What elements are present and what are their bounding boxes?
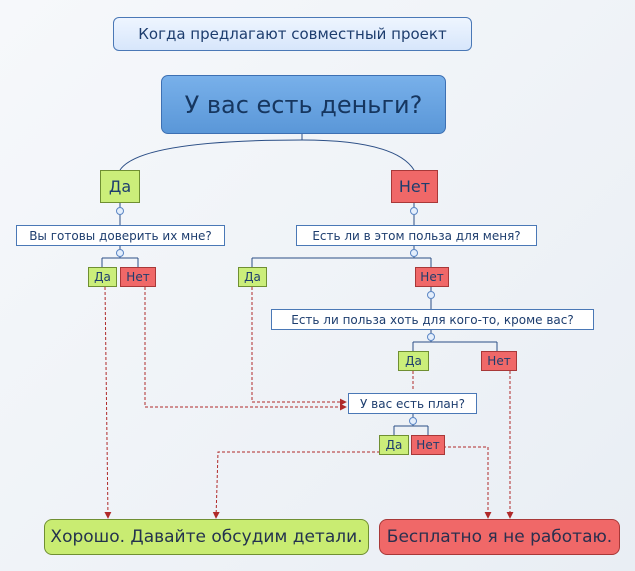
arrow-trust-no	[144, 287, 347, 411]
answer-no-plan: Нет	[411, 435, 445, 455]
root-question: У вас есть деньги?	[161, 75, 446, 134]
question-trust: Вы готовы доверить их мне?	[16, 225, 225, 246]
answer-yes-benefit-anyone: Да	[398, 351, 429, 371]
collapse-icon[interactable]	[116, 207, 124, 215]
diagram-title: Когда предлагают совместный проект	[113, 17, 472, 51]
result-yes: Хорошо. Давайте обсудим детали.	[44, 519, 369, 555]
collapse-icon[interactable]	[409, 417, 417, 425]
answer-no-trust: Нет	[120, 267, 156, 287]
collapse-icon[interactable]	[410, 249, 418, 257]
answer-yes-benefit-me: Да	[238, 267, 267, 287]
question-benefit-anyone: Есть ли польза хоть для кого-то, кроме в…	[271, 309, 594, 330]
answer-yes-money: Да	[100, 170, 140, 203]
question-benefit-me: Есть ли в этом польза для меня?	[296, 225, 537, 246]
arrow-plan-no	[443, 446, 492, 519]
answer-no-benefit-anyone: Нет	[481, 351, 517, 371]
answer-no-benefit-me: Нет	[415, 267, 449, 287]
collapse-icon[interactable]	[427, 291, 435, 299]
collapse-icon[interactable]	[410, 207, 418, 215]
collapse-icon[interactable]	[116, 249, 124, 257]
answer-yes-trust: Да	[88, 267, 117, 287]
arrow-plan-yes	[212, 451, 380, 519]
arrow-benefit-me-yes	[251, 287, 347, 406]
collapse-icon[interactable]	[427, 333, 435, 341]
root-branch	[119, 139, 415, 171]
question-plan: У вас есть план?	[348, 393, 477, 414]
arrow-trust-yes	[104, 286, 112, 519]
answer-yes-plan: Да	[379, 435, 409, 455]
result-no: Бесплатно я не работаю.	[379, 519, 620, 555]
answer-no-money: Нет	[391, 170, 438, 203]
